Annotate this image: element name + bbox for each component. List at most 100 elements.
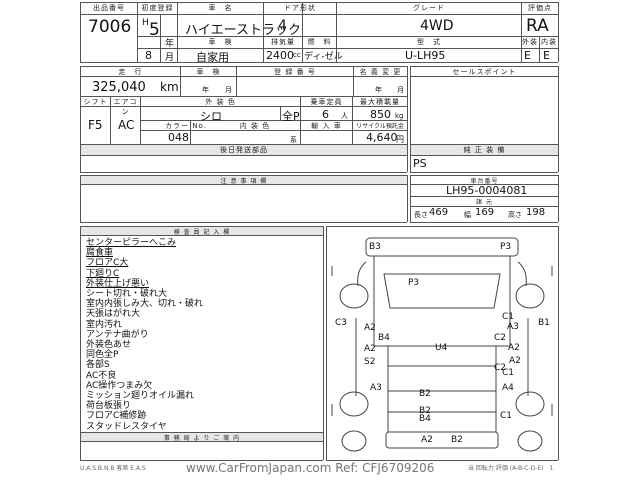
grid-line [80,226,323,227]
grid-line [302,2,303,36]
label-score: 評価点 [528,4,552,12]
grid-line [326,460,558,461]
grid-line [410,66,411,172]
damage-code: C2 [494,363,507,373]
note-item: AC不良 [86,370,117,381]
note-item: フロアC補修跡 [86,411,147,422]
vehicle-damage-diagram [331,237,553,452]
damage-code: C2 [494,333,507,343]
damage-code: C3 [335,318,348,328]
label-exterior: 外装 [522,38,538,46]
door-count: 4 [278,18,287,34]
grid-line [190,120,191,144]
int-color-unit: 系 [290,136,297,144]
displacement: 2400 [266,49,294,62]
grid-line [80,235,323,236]
full-paint: 全P [282,110,300,123]
mirror-right-outline [517,261,527,287]
grid-line [110,96,111,144]
damage-code: A2 [421,435,433,445]
grid-line [558,66,559,172]
grid-line [80,155,407,156]
grid-line [177,2,178,62]
label-lot-no: 出品番号 [93,4,125,12]
grid-line [558,175,559,222]
note-item: シート切れ・破れ大 [86,289,168,299]
grid-line [280,106,281,120]
aircon-value: AC [118,118,135,132]
label-interior: 内装 [541,38,557,46]
grid-line [410,155,558,156]
equipment-value: PS [413,157,427,170]
grid-line [80,62,558,63]
max-load-unit: kg [395,112,404,120]
label-dims: 諸 元 [476,199,493,206]
grid-line [140,96,141,144]
grid-line [521,2,522,62]
grid-line [410,76,558,77]
grid-line [137,48,558,49]
note-item: ミッション廻りオイル漏れ [86,391,195,401]
grid-line [410,184,558,185]
height-label: 高さ [508,211,522,219]
grid-line [137,36,558,37]
note-item: センターピラーへこみ [86,238,177,248]
damage-code: B2 [419,389,431,399]
label-vehicle: 車 検 [196,68,221,76]
wheel-spare-left [341,430,367,452]
label-mileage: 走 行 [118,68,143,76]
length-value: 469 [429,207,449,218]
lot-number: 7006 [88,17,132,37]
grid-line [326,226,327,460]
wheel-rear-left [339,391,369,417]
wheel-front-left [339,283,369,309]
note-item: フロアC大 [86,258,129,269]
label-int-color: 内 装 色 [239,122,271,130]
label-ext-color: 外 装 色 [205,98,236,106]
damage-code: U4 [435,343,448,353]
grid-line [410,175,558,176]
damage-code: A4 [502,383,514,393]
grid-line [539,36,540,62]
label-max-load: 最大積載量 [360,98,400,106]
label-sales-point: セールスポイント [452,68,517,76]
note-item: アンテナ曲がり [86,329,149,340]
label-fuel: 燃 料 [307,38,332,46]
grid-line [80,2,81,62]
displacement-unit: cc [293,51,301,59]
car-name: ハイエーストラック [185,23,301,38]
grid-line [80,175,81,222]
grid-line [410,222,558,223]
first-reg-year: 5 [149,20,160,40]
grid-line [80,222,407,223]
grid-line [80,175,407,176]
note-item: 外装仕上げ悪い [86,278,150,289]
damage-code: A2 [509,356,521,366]
width-label: 幅 [464,211,471,219]
grid-line [80,144,407,145]
grid-line [323,226,324,460]
note-item: 各部S [86,360,110,371]
label-displacement: 排気量 [271,38,295,46]
grid-line [558,226,559,460]
year-suffix: 年 [165,39,175,49]
grade: 4WD [420,18,454,34]
rear-bumper-outline [385,431,499,449]
label-post-parts: 後日発送部品 [81,145,407,155]
grid-line [160,14,161,62]
note-item: 室内汚れ [86,319,123,330]
grid-line [80,172,407,173]
month-suffix: 月 [165,53,175,63]
label-door: ドア形状 [284,4,316,12]
first-reg-era: H [142,18,149,28]
grid-line [410,196,558,197]
damage-code: B1 [538,318,550,328]
grid-line [236,66,237,96]
mirror-left-outline [357,261,367,287]
note-item: 天張はがれ大 [86,309,141,320]
label-inspection: 車 検 [208,38,233,46]
damage-code: A3 [370,383,382,393]
grid-line [137,2,138,62]
grid-line [80,226,81,460]
fuel: ディ-ゼル [304,52,343,62]
